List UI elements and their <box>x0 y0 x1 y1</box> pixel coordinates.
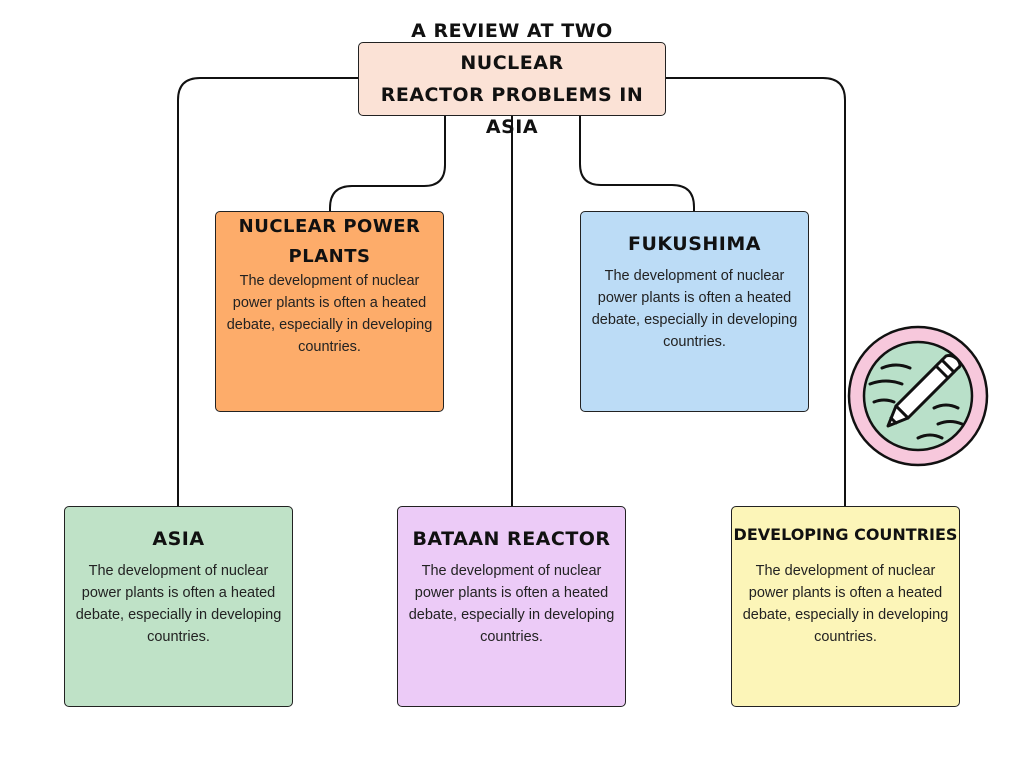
node-body: The development of nuclear power plants … <box>226 273 433 355</box>
node-body: The development of nuclear power plants … <box>75 563 282 645</box>
connector-nuclear-power-plants <box>329 116 446 211</box>
node-body: The development of nuclear power plants … <box>742 563 949 645</box>
node-fukushima: FUKUSHIMA The development of nuclear pow… <box>580 211 809 412</box>
diagram-title-line-2: REACTOR PROBLEMS IN ASIA <box>380 84 644 138</box>
node-body: The development of nuclear power plants … <box>408 563 615 645</box>
connector-fukushima <box>579 116 695 211</box>
node-developing-countries: DEVELOPING COUNTRIES The development of … <box>731 506 960 707</box>
node-bataan-reactor: BATAAN REACTOR The development of nuclea… <box>397 506 626 707</box>
node-title: DEVELOPING COUNTRIES <box>733 525 958 544</box>
diagram-title: A REVIEW AT TWO NUCLEAR REACTOR PROBLEMS… <box>358 20 666 138</box>
connector-asia <box>177 77 358 506</box>
node-body: The development of nuclear power plants … <box>591 268 798 350</box>
node-title: BATAAN REACTOR <box>412 528 611 550</box>
pencil-icon <box>847 325 989 467</box>
node-asia: ASIA The development of nuclear power pl… <box>64 506 293 707</box>
connector-developing-countries <box>666 77 846 506</box>
node-title: ASIA <box>152 528 205 550</box>
diagram-title-line-1: A REVIEW AT TWO NUCLEAR <box>411 20 613 74</box>
node-title: FUKUSHIMA <box>628 233 761 255</box>
node-nuclear-power-plants: NUCLEAR POWER PLANTS The development of … <box>215 211 444 412</box>
node-title: NUCLEAR POWER PLANTS <box>238 216 421 267</box>
